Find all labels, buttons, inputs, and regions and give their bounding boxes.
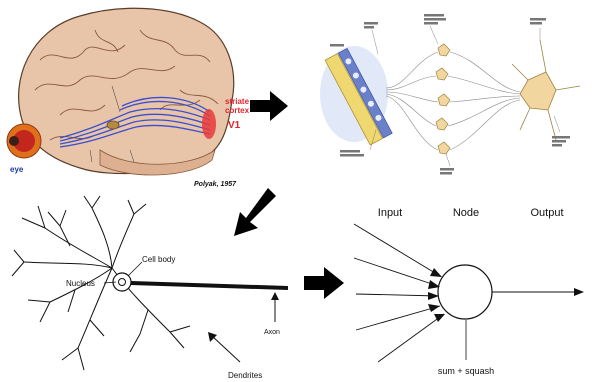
cell-body-label: Cell body xyxy=(142,255,175,264)
output-arrowhead xyxy=(574,288,584,296)
eye-illustration xyxy=(7,124,41,158)
arrow-right-bottom xyxy=(304,267,344,299)
lgn-cells xyxy=(436,44,450,154)
pathway-panel xyxy=(320,14,580,175)
axon-pointer xyxy=(271,292,279,322)
axon-label: Axon xyxy=(264,329,280,336)
v1-label: V1 xyxy=(228,120,241,131)
arrow-down-left xyxy=(234,188,276,236)
node-circle xyxy=(438,265,492,319)
striate-cortex-label-line1: striate xyxy=(225,97,250,106)
eye-label: eye xyxy=(10,165,24,174)
dendrites-label: Dendrites xyxy=(228,371,262,380)
arrow-right-top xyxy=(250,91,288,121)
nucleus-label: Nucleus xyxy=(66,279,95,288)
striate-cortex-label-line2: cortex xyxy=(225,106,250,115)
credit-label: Polyak, 1957 xyxy=(194,181,237,188)
node-panel: Input Node Output sum + squash xyxy=(354,207,584,376)
brain-panel: striate cortex V1 eye Polyak, 1957 xyxy=(7,8,250,188)
nucleus xyxy=(119,279,126,286)
dendrites-pointer xyxy=(208,332,240,362)
output-heading: Output xyxy=(530,207,563,219)
optic-fibers xyxy=(386,52,438,150)
axon xyxy=(131,283,288,288)
cell-body-pointer xyxy=(128,262,142,276)
lgn-marker xyxy=(107,121,119,129)
striate-cortex-region xyxy=(202,109,216,139)
sum-squash-label: sum + squash xyxy=(438,366,494,376)
node-heading: Node xyxy=(453,207,479,219)
cortical-neuron xyxy=(512,40,580,140)
brain-illustration xyxy=(19,8,234,173)
input-heading: Input xyxy=(378,207,402,219)
radiation-fibers xyxy=(448,52,520,150)
